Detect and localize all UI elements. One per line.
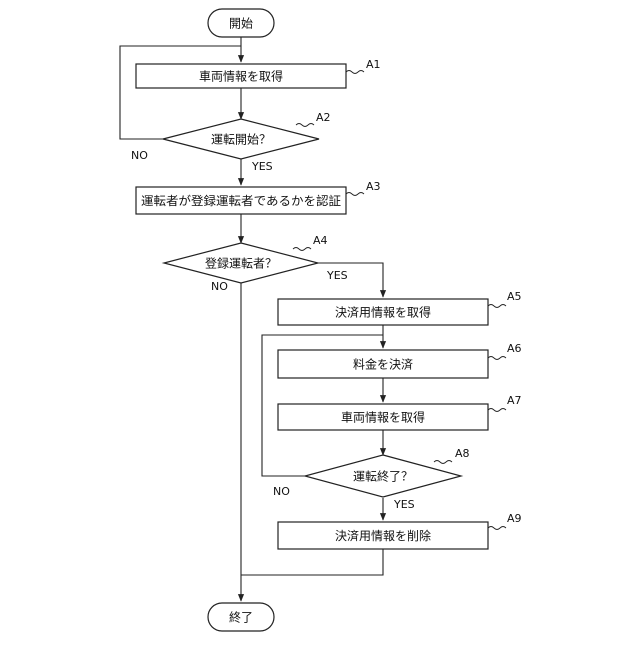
step-a5-process: 決済用情報を取得 xyxy=(278,299,488,325)
line-a9-to-end xyxy=(241,549,383,575)
step-a4-decision: 登録運転者？ xyxy=(164,243,318,283)
start-terminal: 開始 xyxy=(208,9,274,37)
branch-a2-yes-label: YES xyxy=(251,160,273,173)
step-a4-id: A4 xyxy=(313,234,328,247)
step-a2-text: 運転開始？ xyxy=(211,133,271,147)
step-a9-text: 決済用情報を削除 xyxy=(335,528,431,543)
step-a2-id: A2 xyxy=(316,111,331,124)
step-a1-leader xyxy=(346,71,364,74)
end-label: 終了 xyxy=(229,610,253,625)
step-a3-text: 運転者が登録運転者であるかを認証 xyxy=(141,193,341,208)
branch-a4-no-label: NO xyxy=(211,280,228,293)
step-a1-process: 車両情報を取得 xyxy=(136,64,346,88)
step-a6-text: 料金を決済 xyxy=(353,357,413,372)
step-a8-leader xyxy=(434,461,452,464)
step-a5-text: 決済用情報を取得 xyxy=(335,305,431,320)
start-label: 開始 xyxy=(229,17,253,31)
step-a5-id: A5 xyxy=(507,290,522,303)
step-a1-id: A1 xyxy=(366,58,381,71)
step-a2-decision: 運転開始？ xyxy=(163,119,319,159)
step-a7-process: 車両情報を取得 xyxy=(278,404,488,430)
branch-a8-no-label: NO xyxy=(273,485,290,498)
step-a2-leader xyxy=(296,124,314,127)
step-a3-id: A3 xyxy=(366,180,381,193)
step-a7-id: A7 xyxy=(507,394,522,407)
step-a9-process: 決済用情報を削除 xyxy=(278,522,488,549)
step-a4-leader xyxy=(293,248,311,251)
step-a3-leader xyxy=(346,193,364,196)
step-a7-text: 車両情報を取得 xyxy=(341,410,425,425)
branch-a8-yes-label: YES xyxy=(393,498,415,511)
step-a8-text: 運転終了？ xyxy=(353,469,413,484)
step-a8-decision: 運転終了？ xyxy=(305,455,461,497)
step-a8-id: A8 xyxy=(455,447,470,460)
step-a7-leader xyxy=(488,409,506,412)
branch-a2-no-label: NO xyxy=(131,149,148,162)
step-a6-process: 料金を決済 xyxy=(278,350,488,378)
step-a4-text: 登録運転者？ xyxy=(205,256,277,271)
step-a3-process: 運転者が登録運転者であるかを認証 xyxy=(136,187,346,214)
step-a6-leader xyxy=(488,357,506,360)
step-a9-leader xyxy=(488,527,506,530)
step-a5-leader xyxy=(488,305,506,308)
step-a6-id: A6 xyxy=(507,342,522,355)
step-a9-id: A9 xyxy=(507,512,522,525)
step-a1-text: 車両情報を取得 xyxy=(199,69,283,84)
end-terminal: 終了 xyxy=(208,603,274,631)
branch-a4-yes-label: YES xyxy=(326,269,348,282)
